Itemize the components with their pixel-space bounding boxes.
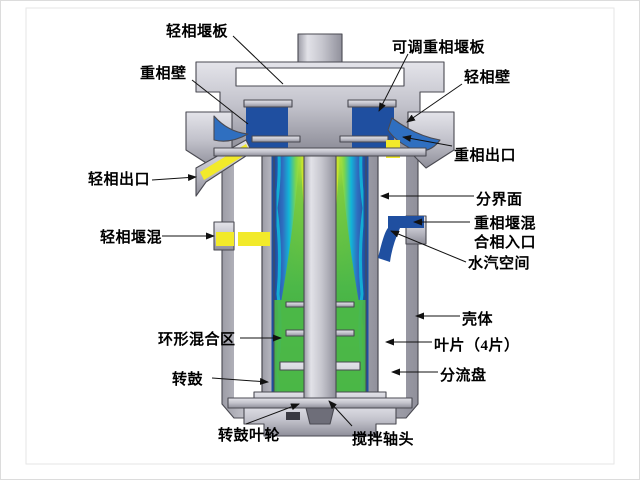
leader-adjustable-heavy-weir	[378, 53, 409, 112]
callout-label-heavy-phase-outlet: 重相出口	[454, 148, 517, 164]
callout-label-heavy-phase-wall: 重相壁	[140, 66, 187, 82]
leader-rotor-impeller	[245, 403, 300, 425]
callout-label-interface: 分界面	[476, 192, 523, 208]
callout-label-vapor-space: 水汽空间	[468, 256, 531, 272]
shell-top-flange	[213, 147, 427, 157]
callout-label-splitter-plate: 分流盘	[440, 368, 487, 384]
callout-label-annular-mixing-zone: 环形混合区	[158, 332, 236, 348]
leader-light-phase-outlet	[151, 174, 197, 182]
weir-ledge-right	[339, 135, 389, 143]
leader-heavy-phase-outlet	[402, 135, 453, 147]
heavy-phase-pocket-left	[246, 104, 288, 150]
callout-label-adjustable-heavy-weir: 可调重相堰板	[392, 40, 486, 56]
head-internal-cavity	[235, 67, 405, 87]
figure-inner-border	[25, 7, 615, 465]
weir-ledge-left	[251, 135, 301, 143]
impeller-key-left	[286, 412, 300, 420]
callout-label-heavy-weir-mix-inlet: 重相堰混 合相入口	[474, 216, 537, 251]
callout-label-vanes-4: 叶片（4片）	[434, 338, 520, 354]
shaft-top-boss	[297, 33, 343, 65]
heavy-phase-return-left	[213, 115, 249, 142]
leader-agitator-shaft-head	[328, 400, 353, 427]
leader-light-phase-weir-plate	[232, 35, 284, 85]
callout-label-light-phase-weir-mix: 轻相堰混	[100, 230, 163, 246]
callout-label-agitator-shaft-head: 搅拌轴头	[352, 432, 415, 448]
light-phase-weir-plate-left	[243, 99, 293, 108]
leader-heavy-phase-wall	[191, 79, 249, 125]
light-phase-inlet-fluid-inner	[238, 232, 270, 246]
leader-vapor-space	[390, 230, 467, 263]
leader-lines	[151, 35, 474, 427]
callout-label-light-phase-wall: 轻相壁	[464, 70, 511, 86]
drum-inner-outline	[273, 124, 367, 402]
heavy-phase-outlet-stream	[387, 117, 441, 152]
heavy-phase-inlet-fluid	[378, 216, 424, 262]
machine-body	[185, 33, 455, 437]
callout-label-rotor-impeller: 转鼓叶轮	[218, 428, 281, 444]
adjustable-heavy-weir-plate-right	[347, 99, 397, 108]
callout-label-light-phase-weir-plate: 轻相堰板	[166, 24, 229, 40]
leader-rotor-drum	[211, 377, 269, 385]
callout-label-rotor-drum: 转鼓	[172, 372, 204, 388]
shell-bottom-flange	[227, 397, 413, 409]
light-phase-inlet-fluid	[216, 232, 234, 246]
agitator-shaft-head	[305, 407, 335, 425]
callout-label-shell: 壳体	[462, 312, 494, 328]
leader-light-phase-wall	[406, 83, 463, 123]
callout-label-light-phase-outlet: 轻相出口	[88, 172, 151, 188]
